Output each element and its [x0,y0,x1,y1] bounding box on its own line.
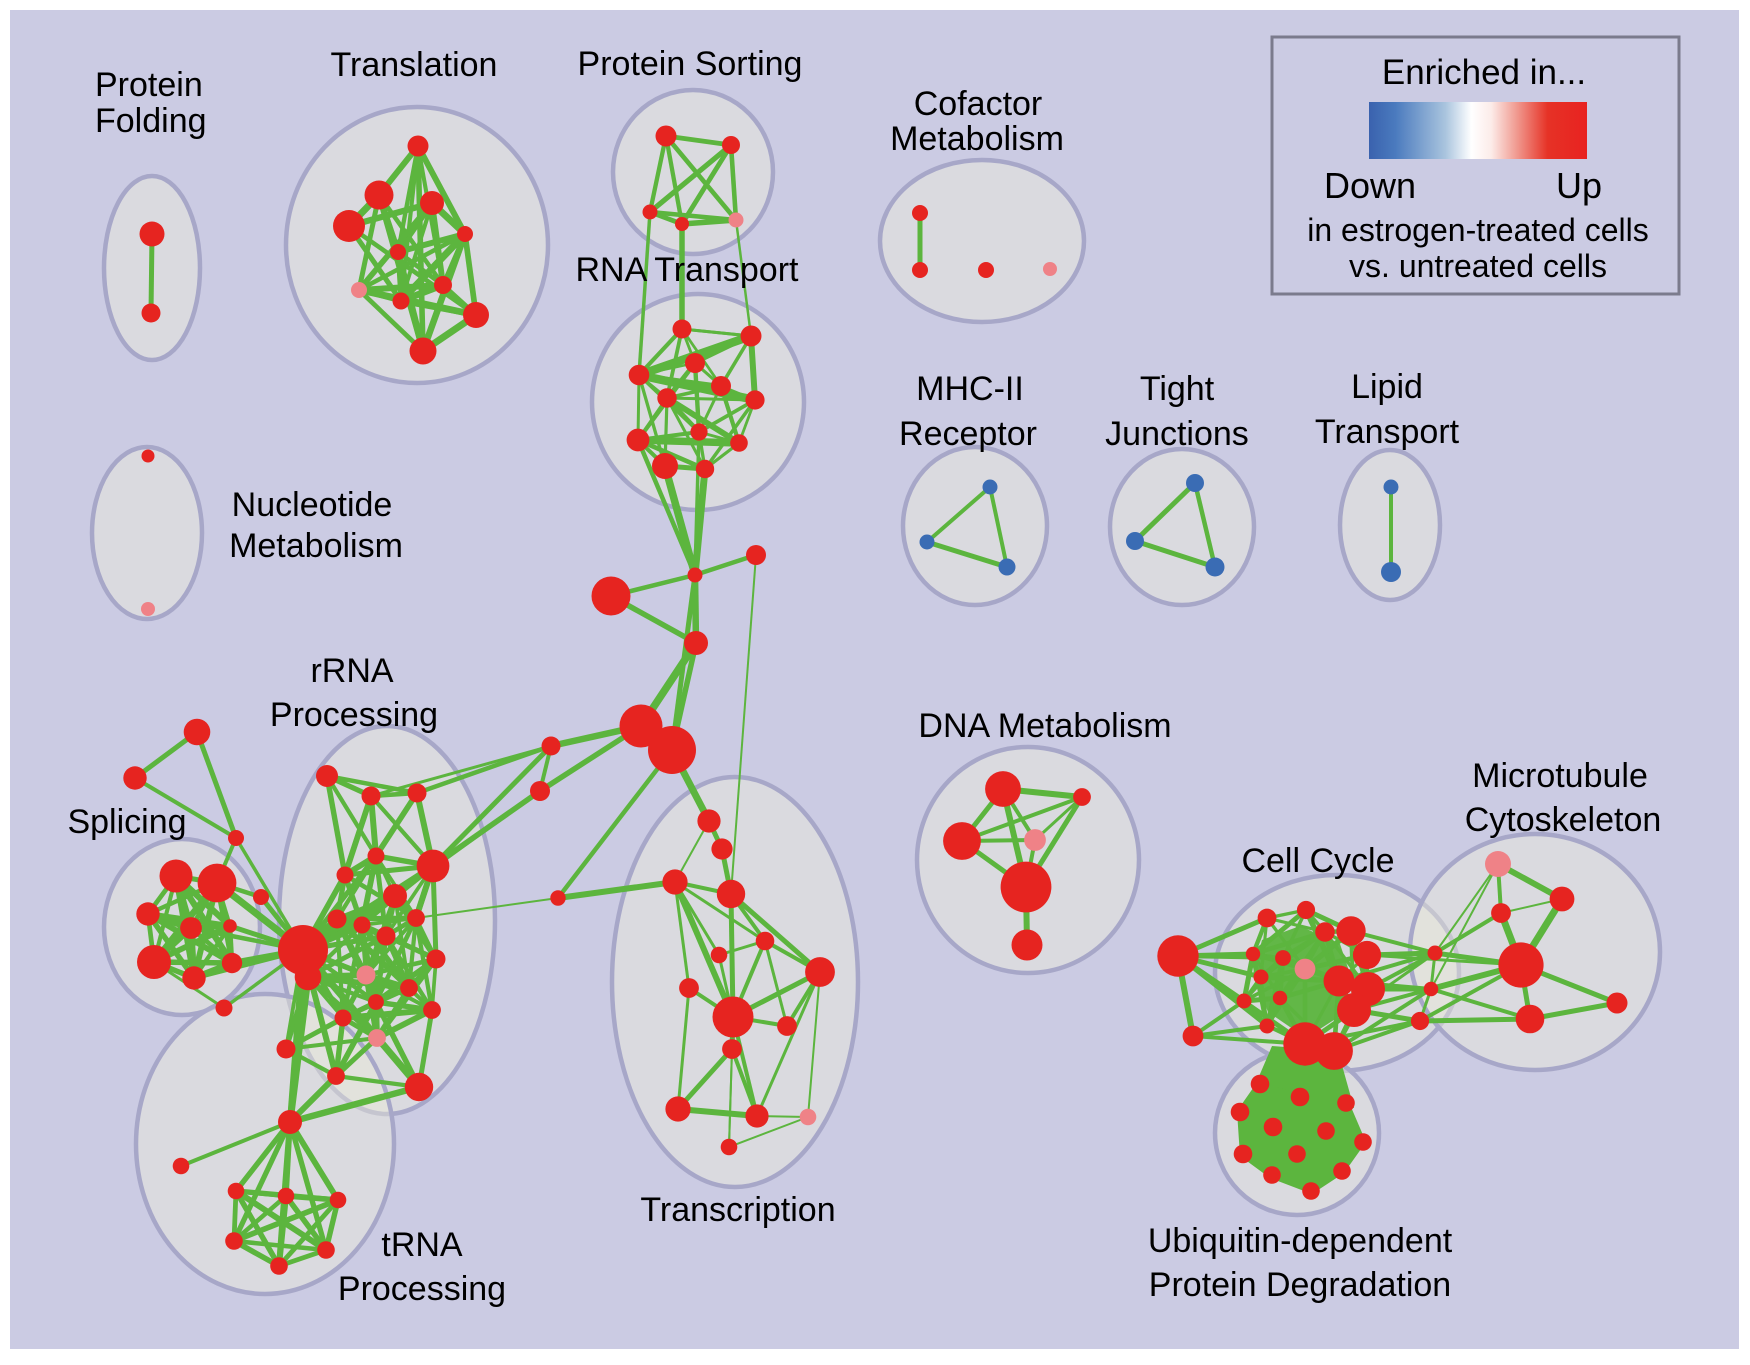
svg-text:in estrogen-treated cells: in estrogen-treated cells [1307,212,1649,248]
svg-text:vs. untreated cells: vs. untreated cells [1349,248,1607,284]
svg-text:Tight: Tight [1140,370,1215,408]
svg-text:Metabolism: Metabolism [229,527,403,565]
svg-text:Enriched in...: Enriched in... [1382,53,1586,92]
svg-text:Junctions: Junctions [1105,415,1249,453]
svg-text:Protein Degradation: Protein Degradation [1149,1266,1451,1304]
svg-text:Protein: Protein [95,66,203,104]
svg-text:rRNA: rRNA [310,652,393,690]
svg-text:Up: Up [1556,165,1602,206]
svg-text:tRNA: tRNA [381,1226,463,1264]
svg-text:Ubiquitin-dependent: Ubiquitin-dependent [1148,1222,1453,1260]
svg-text:Processing: Processing [338,1270,506,1308]
svg-text:RNA Transport: RNA Transport [576,251,800,289]
svg-text:Cell Cycle: Cell Cycle [1241,842,1394,880]
svg-text:MHC-II: MHC-II [916,370,1024,408]
svg-text:Down: Down [1324,165,1416,206]
svg-text:Cytoskeleton: Cytoskeleton [1465,801,1662,839]
svg-text:Transcription: Transcription [640,1191,835,1229]
svg-text:Translation: Translation [331,46,498,84]
svg-text:Nucleotide: Nucleotide [232,486,393,524]
svg-text:Splicing: Splicing [67,803,186,841]
svg-text:Metabolism: Metabolism [890,120,1064,158]
svg-text:Processing: Processing [270,696,438,734]
svg-text:DNA Metabolism: DNA Metabolism [918,707,1171,745]
svg-text:Receptor: Receptor [899,415,1037,453]
svg-text:Cofactor: Cofactor [914,85,1043,123]
svg-text:Microtubule: Microtubule [1472,757,1648,795]
svg-text:Folding: Folding [95,102,207,140]
svg-text:Transport: Transport [1315,413,1460,451]
svg-text:Protein Sorting: Protein Sorting [578,45,803,83]
svg-text:Lipid: Lipid [1351,368,1423,406]
